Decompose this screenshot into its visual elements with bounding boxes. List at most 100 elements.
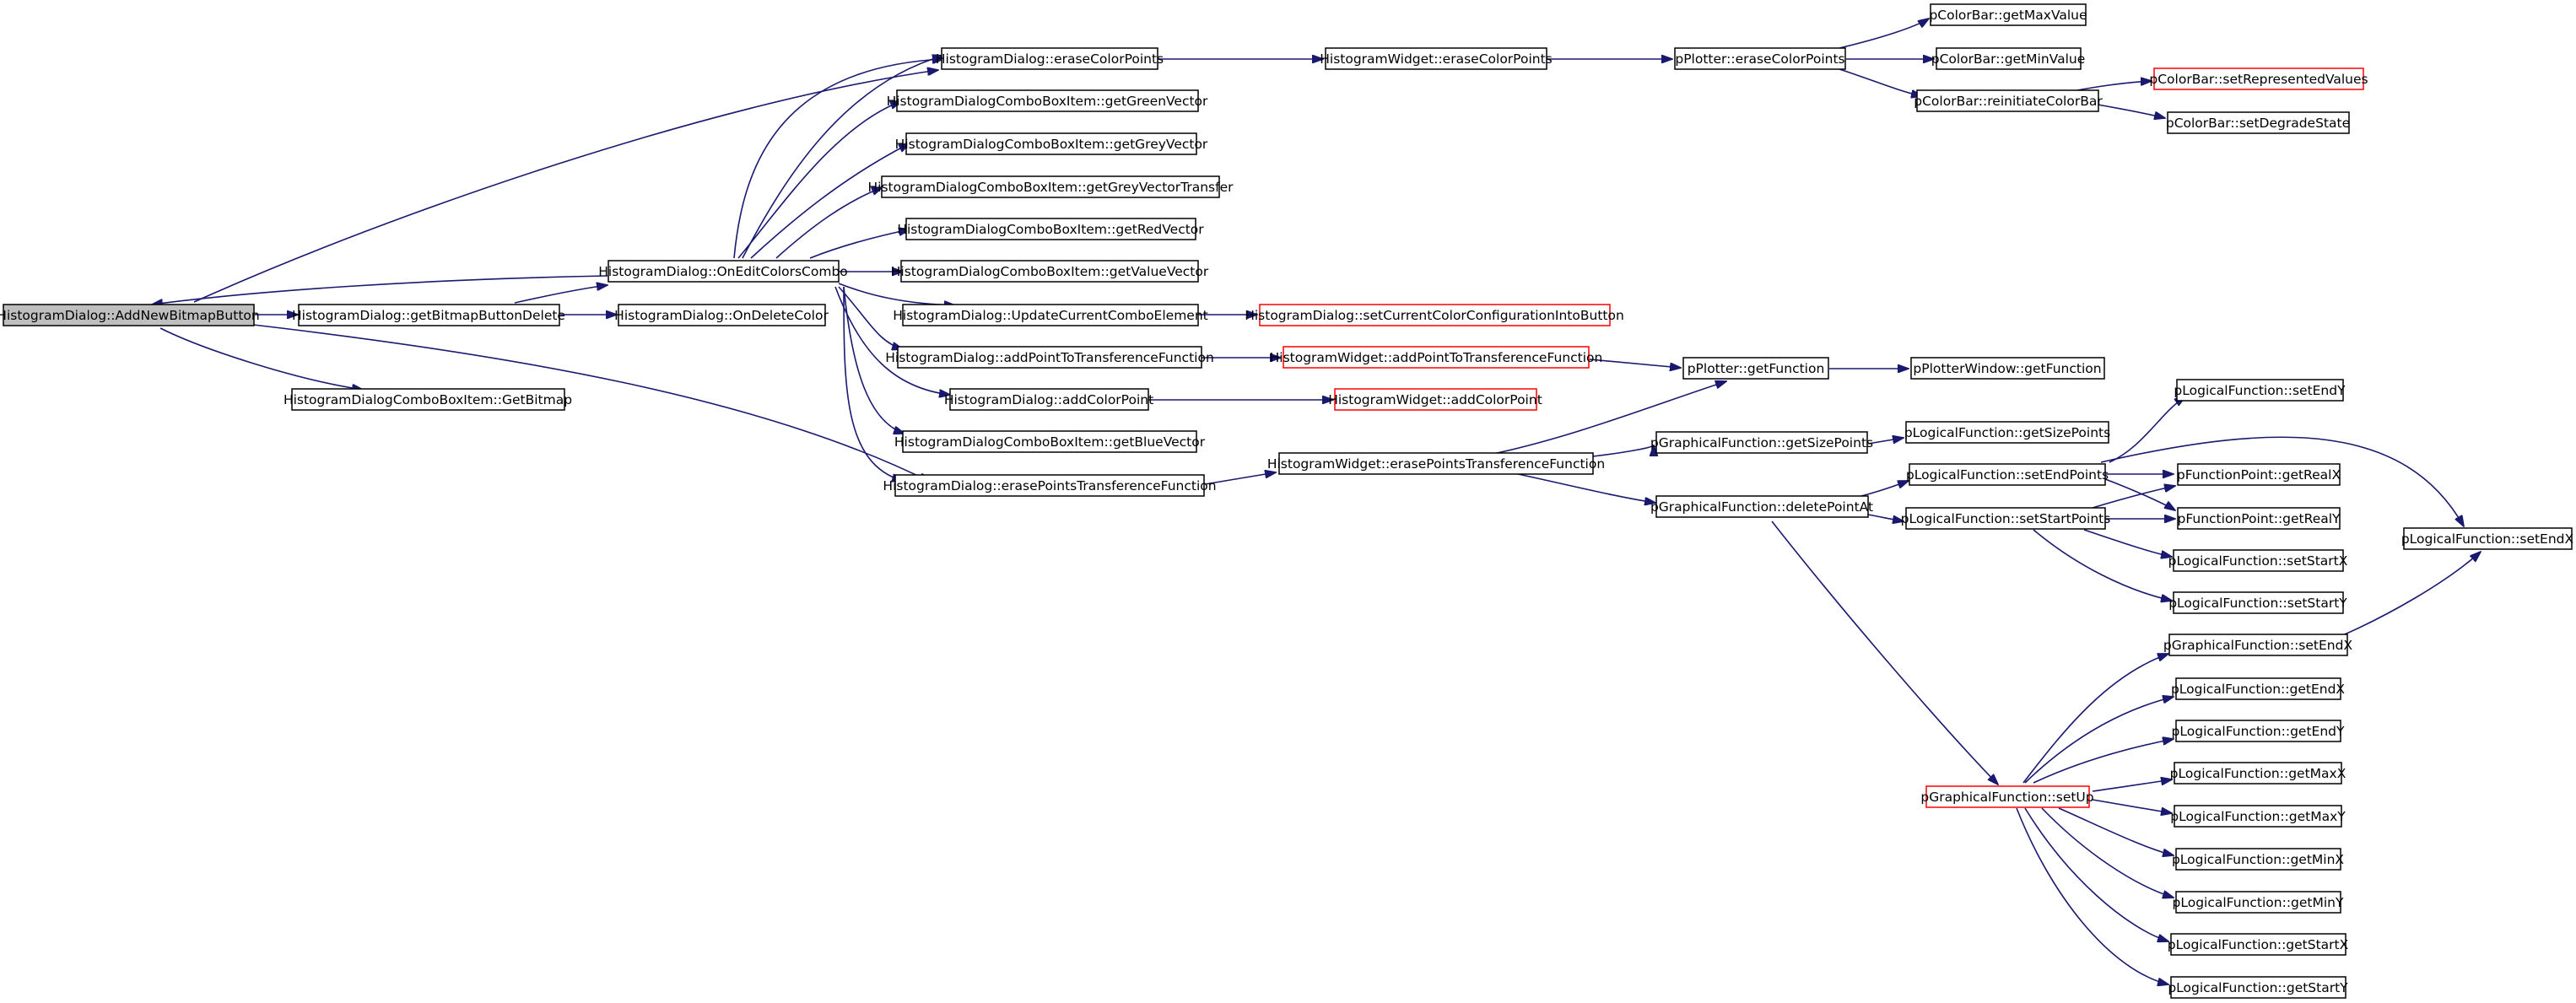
node-plogicalfunction-getminx[interactable]: pLogicalFunction::getMinX — [2172, 848, 2344, 871]
node-pcolorbar-getminvalue[interactable]: pColorBar::getMinValue — [1931, 47, 2086, 70]
node-plogicalfunction-getmaxx[interactable]: pLogicalFunction::getMaxX — [2170, 762, 2346, 785]
node-plogicalfunction-setstartx[interactable]: pLogicalFunction::setStartX — [2168, 549, 2348, 572]
node-histogramdialog-erasecolorpoints[interactable]: HistogramDialog::eraseColorPoints — [936, 47, 1164, 70]
node-getgreyvector[interactable]: HistogramDialogComboBoxItem::getGreyVect… — [895, 132, 1208, 155]
node-getgreyvectortransfer[interactable]: HistogramDialogComboBoxItem::getGreyVect… — [868, 175, 1234, 198]
node-label: HistogramDialogComboBoxItem::getGreyVect… — [895, 137, 1208, 152]
node-label: HistogramDialog::AddNewBitmapButton — [0, 308, 260, 323]
node-plogicalfunction-getstartx[interactable]: pLogicalFunction::getStartX — [2168, 933, 2349, 956]
node-label: pColorBar::setDegradeState — [2166, 116, 2350, 131]
node-label: HistogramDialog::addPointToTransferenceF… — [885, 350, 1214, 365]
node-label: pLogicalFunction::setEndY — [2174, 383, 2346, 398]
node-setcurrentcolorconfigurationintobutton[interactable]: HistogramDialog::setCurrentColorConfigur… — [1245, 304, 1624, 326]
node-getgreenvector[interactable]: HistogramDialogComboBoxItem::getGreenVec… — [887, 89, 1208, 112]
node-getredvector[interactable]: HistogramDialogComboBoxItem::getRedVecto… — [897, 218, 1204, 240]
node-getbluevector[interactable]: HistogramDialogComboBoxItem::getBlueVect… — [894, 430, 1206, 453]
edge-erasepoints-widget — [1204, 472, 1276, 485]
node-histogramwidget-addcolorpoint[interactable]: HistogramWidget::addColorPoint — [1328, 388, 1542, 411]
node-label: pColorBar::getMaxValue — [1929, 8, 2087, 23]
edge-oneditcolors-getbluevector — [843, 286, 905, 434]
edge-setup-getendy — [2033, 739, 2174, 784]
edge-oneditcolors-updatecurrent — [838, 283, 955, 305]
node-histogramdialog-oneditcolorscombo[interactable]: HistogramDialog::OnEditColorsCombo — [598, 260, 848, 283]
node-pfunctionpoint-getrealx[interactable]: pFunctionPoint::getRealX — [2177, 463, 2341, 486]
node-label: HistogramDialogComboBoxItem::getBlueVect… — [894, 434, 1206, 450]
node-plogicalfunction-setendpoints[interactable]: pLogicalFunction::setEndPoints — [1906, 463, 2109, 486]
node-histogramdialog-erasepointstransferencefunction[interactable]: HistogramDialog::erasePointsTransference… — [883, 474, 1217, 497]
node-label: pGraphicalFunction::setEndX — [2163, 638, 2353, 653]
edge-addnew-erasepoints — [252, 324, 930, 482]
node-plogicalfunction-getstarty[interactable]: pLogicalFunction::getStartY — [2168, 976, 2348, 999]
node-label: pLogicalFunction::setEndX — [2401, 531, 2574, 547]
node-label: pLogicalFunction::setStartPoints — [1901, 511, 2111, 526]
node-histogramdialog-addnewbitmapbutton[interactable]: HistogramDialog::AddNewBitmapButton — [0, 304, 260, 326]
node-updatecurrentcomboelement[interactable]: HistogramDialog::UpdateCurrentComboEleme… — [893, 304, 1208, 326]
edge-oneditcolors-addnew — [152, 275, 608, 305]
node-plogicalfunction-getminy[interactable]: pLogicalFunction::getMinY — [2173, 891, 2344, 914]
node-pgraphicalfunction-setendx[interactable]: pGraphicalFunction::setEndX — [2163, 634, 2353, 656]
edge-oneditcolors-addpointtotransference — [838, 286, 903, 349]
node-label: pLogicalFunction::setEndPoints — [1906, 467, 2109, 483]
node-pplotter-erasecolorpoints[interactable]: pPlotter::eraseColorPoints — [1674, 47, 1846, 70]
node-plogicalfunction-setendx[interactable]: pLogicalFunction::setEndX — [2401, 527, 2574, 550]
node-histogramdialog-getbitmapbuttondelete[interactable]: HistogramDialog::getBitmapButtonDelete — [292, 304, 565, 326]
edge-plottererase-getmaxvalue — [1839, 19, 1929, 49]
node-pgraphicalfunction-deletepointat[interactable]: pGraphicalFunction::deletePointAt — [1650, 495, 1873, 518]
edge-setendpoints-setendy — [2109, 396, 2185, 463]
node-pcolorbar-getmaxvalue[interactable]: pColorBar::getMaxValue — [1929, 3, 2087, 26]
node-label: pPlotter::getFunction — [1688, 361, 1825, 376]
node-pcolorbar-setrepresentedvalues[interactable]: pColorBar::setRepresentedValues — [2149, 67, 2368, 90]
edge-graphsetendx-logsetendx — [2338, 552, 2481, 638]
node-pplotter-getfunction[interactable]: pPlotter::getFunction — [1682, 357, 1829, 380]
node-label: pLogicalFunction::getMinX — [2172, 852, 2344, 867]
node-label: pColorBar::getMinValue — [1931, 51, 2086, 67]
edge-oneditcolors-getgreenvector — [737, 101, 901, 259]
node-plogicalfunction-setstartpoints[interactable]: pLogicalFunction::setStartPoints — [1901, 507, 2111, 530]
edge-oneditcolors-erasecolorpoints-2 — [733, 59, 943, 259]
node-label: pPlotterWindow::getFunction — [1913, 361, 2101, 376]
node-histogramwidget-erasecolorpoints[interactable]: HistogramWidget::eraseColorPoints — [1320, 47, 1553, 70]
node-label: HistogramDialog::getBitmapButtonDelete — [292, 308, 565, 323]
node-plogicalfunction-getendy[interactable]: pLogicalFunction::getEndY — [2172, 720, 2345, 742]
node-histogramdialog-addpointtotransferencefunction[interactable]: HistogramDialog::addPointToTransferenceF… — [885, 346, 1214, 369]
edge-setendpoints-getrealy — [2100, 477, 2175, 510]
nodes: HistogramDialog::AddNewBitmapButton Hist… — [0, 3, 2574, 999]
edge-graphsize-logicalsize — [1867, 438, 1904, 445]
node-histogramdialog-addcolorpoint[interactable]: HistogramDialog::addColorPoint — [944, 388, 1153, 411]
node-label: HistogramDialog::erasePointsTransference… — [883, 478, 1216, 493]
edge-widgeterasepoints-getsizepoints — [1592, 445, 1654, 457]
node-histogramwidget-erasepointstransferencefunction[interactable]: HistogramWidget::erasePointsTransference… — [1267, 452, 1605, 475]
edge-oneditcolors-erasecolorpoints — [742, 56, 943, 259]
edge-plottererase-reinitiate — [1839, 68, 1922, 96]
node-pcolorbar-setdegradestate[interactable]: pColorBar::setDegradeState — [2166, 111, 2350, 134]
edge-widgeterasepoints-deletepointat — [1509, 472, 1655, 503]
node-label: pPlotter::eraseColorPoints — [1675, 51, 1844, 67]
node-plogicalfunction-setstarty[interactable]: pLogicalFunction::setStartY — [2168, 591, 2347, 614]
node-pgraphicalfunction-setup[interactable]: pGraphicalFunction::setUp — [1920, 785, 2094, 808]
node-label: HistogramDialog::UpdateCurrentComboEleme… — [893, 308, 1207, 323]
node-label: HistogramDialog::OnDeleteColor — [614, 308, 829, 323]
node-label: HistogramDialog::addColorPoint — [944, 392, 1153, 407]
edge-setendpoints-setendx — [2100, 436, 2464, 526]
node-label: HistogramDialog::setCurrentColorConfigur… — [1245, 308, 1624, 323]
node-label: HistogramWidget::erasePointsTransference… — [1267, 456, 1605, 472]
node-plogicalfunction-getmaxy[interactable]: pLogicalFunction::getMaxY — [2170, 805, 2346, 828]
edge-setup-setendx — [2022, 654, 2168, 784]
node-getvaluevector[interactable]: HistogramDialogComboBoxItem::getValueVec… — [891, 260, 1209, 283]
node-plogicalfunction-getendx[interactable]: pLogicalFunction::getEndX — [2171, 677, 2345, 700]
node-label: pLogicalFunction::getMinY — [2173, 895, 2344, 910]
node-label: HistogramWidget::addPointToTransferenceF… — [1270, 350, 1603, 365]
node-pgraphicalfunction-getsizepoints[interactable]: pGraphicalFunction::getSizePoints — [1650, 431, 1873, 454]
node-pplotterwindow-getfunction[interactable]: pPlotterWindow::getFunction — [1910, 357, 2105, 380]
node-plogicalfunction-setendy[interactable]: pLogicalFunction::setEndY — [2174, 379, 2346, 402]
edge-oneditcolors-getgreyvector — [750, 143, 910, 259]
node-histogramwidget-addpointtotransferencefunction[interactable]: HistogramWidget::addPointToTransferenceF… — [1270, 346, 1603, 369]
node-plogicalfunction-getsizepoints[interactable]: pLogicalFunction::getSizePoints — [1904, 421, 2110, 444]
node-pcolorbar-reinitiatecolorbar[interactable]: pColorBar::reinitiateColorBar — [1914, 89, 2103, 112]
node-pfunctionpoint-getrealy[interactable]: pFunctionPoint::getRealY — [2177, 507, 2341, 530]
node-histogramdialogcomboboxitem-getbitmap[interactable]: HistogramDialogComboBoxItem::GetBitmap — [284, 388, 572, 411]
node-histogramdialog-ondeletecolor[interactable]: HistogramDialog::OnDeleteColor — [614, 304, 829, 326]
node-label: HistogramDialog::eraseColorPoints — [936, 51, 1164, 67]
edges — [152, 19, 2481, 984]
edge-oneditcolors-addcolorpoint — [834, 286, 950, 395]
